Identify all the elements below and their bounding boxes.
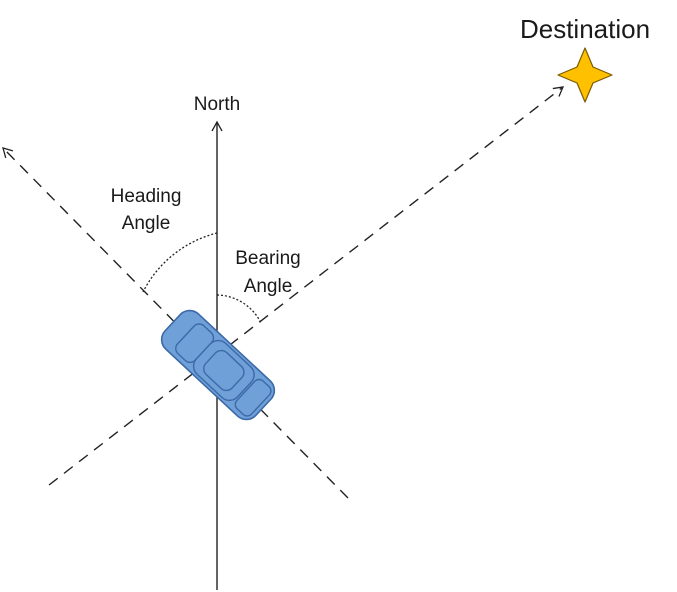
car-icon — [160, 309, 276, 421]
heading-angle-label-line2: Angle — [122, 213, 171, 234]
bearing-angle-label-line2: Angle — [244, 276, 293, 297]
heading-line — [2, 147, 349, 499]
heading-angle-label-line1: Heading — [111, 186, 182, 207]
heading-angle-arc — [142, 232, 218, 293]
bearing-angle-arc — [216, 294, 262, 324]
bearing-line — [48, 86, 565, 486]
star-icon — [557, 47, 613, 103]
north-label: North — [194, 94, 240, 115]
bearing-angle-label-line1: Bearing — [235, 248, 301, 269]
destination-label: Destination — [520, 14, 650, 44]
